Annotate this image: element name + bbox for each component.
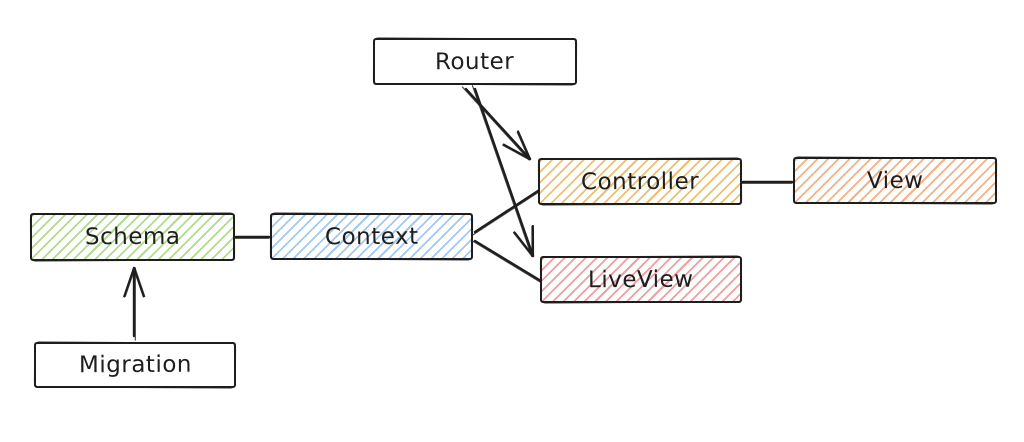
node-context[interactable]: Context <box>270 213 473 260</box>
edge-context-to-liveview[interactable] <box>470 239 543 283</box>
edge-router-to-liveview[interactable] <box>471 85 535 258</box>
edge-schema-to-context[interactable] <box>231 235 271 239</box>
router-label: Router <box>435 48 515 75</box>
node-router[interactable]: Router <box>373 38 577 85</box>
node-liveview[interactable]: LiveView <box>540 256 742 303</box>
edge-migration-to-schema[interactable] <box>123 266 146 341</box>
controller-label: Controller <box>580 168 700 195</box>
view-label: View <box>866 167 924 194</box>
node-schema[interactable]: Schema <box>30 213 235 261</box>
context-label: Context <box>324 223 419 250</box>
schema-label: Schema <box>84 223 181 251</box>
edge-controller-to-view[interactable] <box>738 180 794 184</box>
node-controller[interactable]: Controller <box>538 158 742 205</box>
node-view[interactable]: View <box>793 157 997 204</box>
migration-label: Migration <box>78 351 192 379</box>
edge-context-to-controller[interactable] <box>471 187 543 236</box>
node-migration[interactable]: Migration <box>34 342 236 388</box>
liveview-label: LiveView <box>588 266 694 293</box>
edge-router-to-controller[interactable] <box>461 86 532 161</box>
